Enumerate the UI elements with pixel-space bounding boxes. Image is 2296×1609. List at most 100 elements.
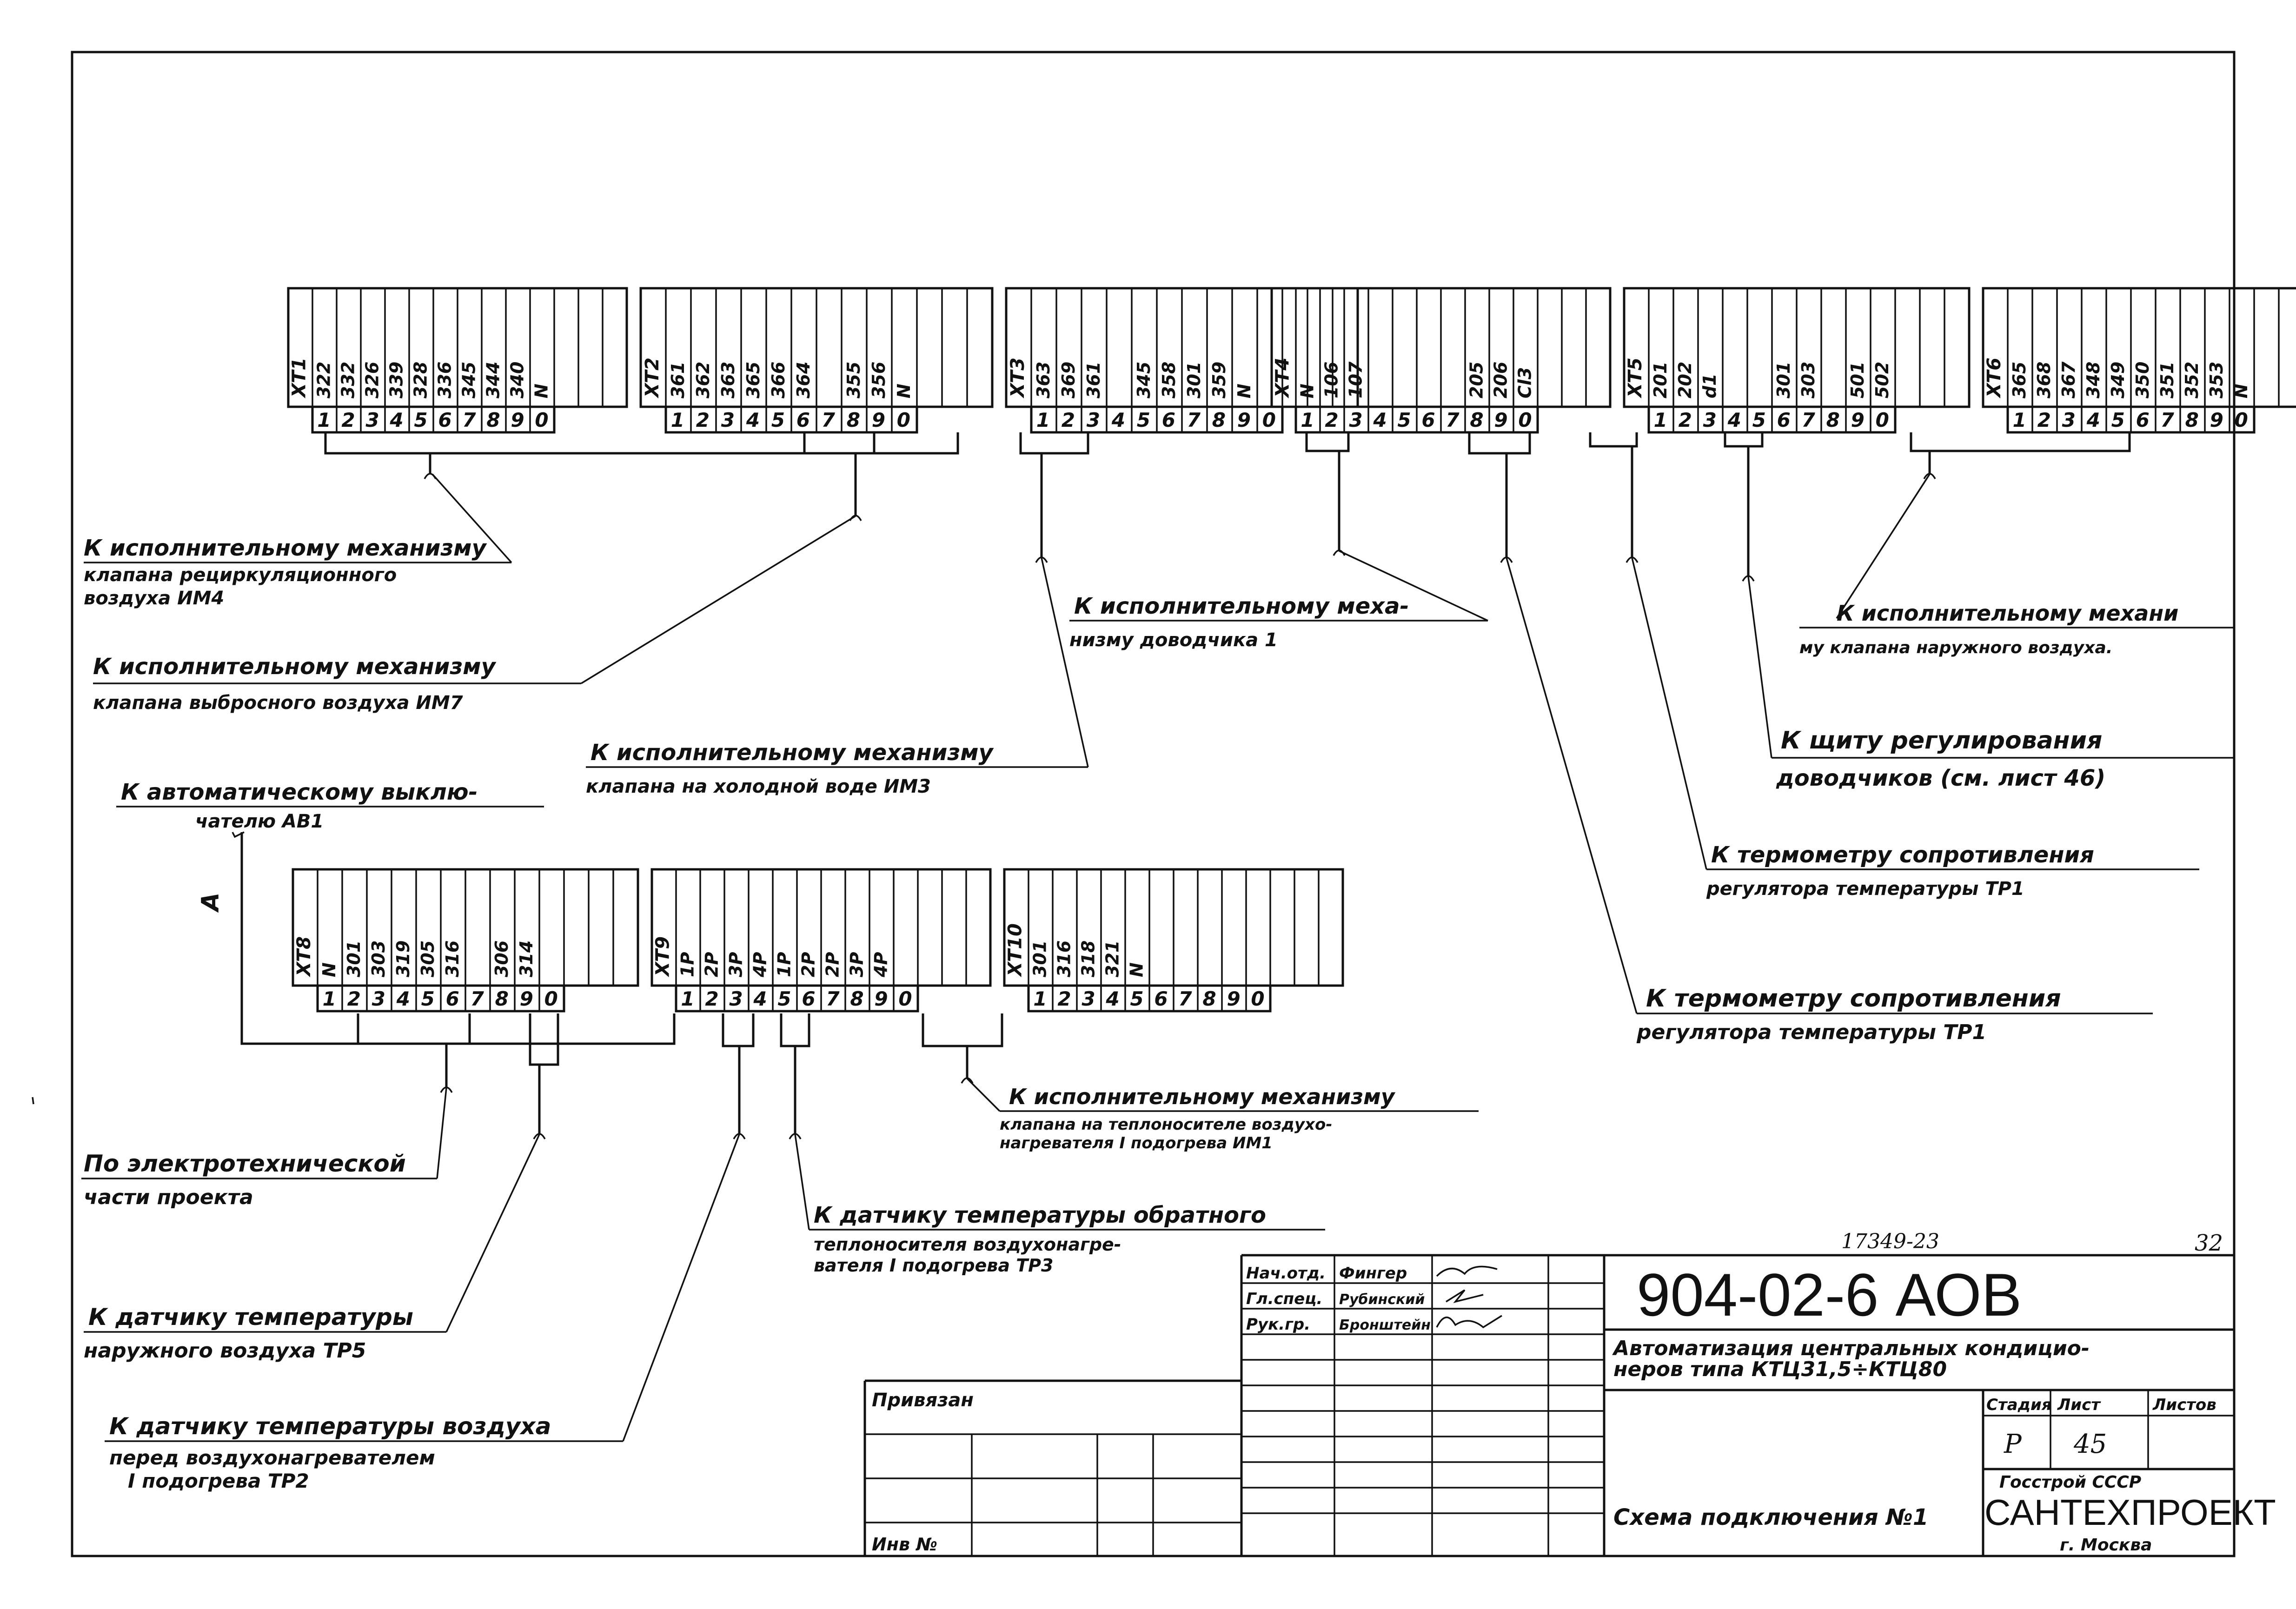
wire-number: 301 [1029, 940, 1050, 977]
callout-tp5-line1: К датчику температуры [88, 1304, 413, 1331]
wire-number: 340 [507, 362, 527, 398]
strip-id: XT9 [652, 936, 673, 978]
terminal-number: 5 [1130, 987, 1143, 1010]
terminal-number: 0 [544, 987, 558, 1010]
privyazan-label: Привязан [872, 1390, 974, 1411]
terminal-number: 4 [396, 987, 410, 1010]
bundle-xt2 [803, 432, 959, 455]
wire-number: 369 [1058, 362, 1079, 398]
terminal-number: 3 [1349, 409, 1362, 431]
terminal-number: 1 [1301, 409, 1314, 431]
bundle-xt1 [324, 432, 876, 455]
terminal-number: 4 [746, 409, 760, 431]
terminal-number: 8 [847, 409, 860, 431]
name-2: Рубинский [1339, 1291, 1425, 1308]
callout-im7-line2: клапана выбросного воздуха ИМ7 [93, 692, 463, 714]
terminal-number: 3 [1087, 409, 1100, 431]
bundle-xt9a [722, 1013, 755, 1047]
terminal-number: 9 [511, 409, 524, 431]
terminal-number: 6 [1777, 409, 1791, 431]
wire-number: N [1126, 962, 1147, 977]
callout-electrical: По электротехнической части проекта [81, 1087, 447, 1209]
callout-tr1-lower: К термометру сопротивления регулятора те… [1506, 557, 2153, 1044]
page-number: 32 [2195, 1230, 2223, 1256]
callout-tr1b-line1: К термометру сопротивления [1646, 985, 2061, 1013]
terminal-number: 0 [1262, 409, 1276, 431]
callout-tp2: К датчику температуры воздуха перед возд… [105, 1134, 740, 1492]
terminal-number: 1 [681, 987, 694, 1010]
terminal-number: 6 [438, 409, 451, 431]
callout-tr1a-line2: регулятора температуры ТР1 [1706, 878, 2024, 900]
wire-number: 305 [418, 940, 438, 977]
callout-dovod-line2: низму доводчика 1 [1069, 629, 1278, 651]
terminal-number: 7 [1802, 409, 1816, 431]
terminal-number: 1 [317, 409, 331, 431]
callout-shchit-line2: доводчиков (см. лист 46) [1776, 765, 2105, 791]
terminal-number: 2 [347, 987, 361, 1010]
callout-im4-line1: К исполнительному механизму [84, 535, 487, 561]
cable-mark [1626, 556, 1639, 563]
wire-number: N [531, 384, 551, 398]
wire-number: 501 [1847, 362, 1868, 398]
wire-number: 353 [2206, 362, 2227, 398]
terminal-number: 6 [1154, 987, 1168, 1010]
callout-elec-line1: По электротехнической [84, 1150, 406, 1177]
terminal-number: 5 [771, 409, 785, 431]
terminal-number: 1 [2013, 409, 2026, 431]
wire-number: 3P [846, 952, 867, 977]
terminal-number: 4 [753, 987, 767, 1010]
callout-av1-line2: чателю АВ1 [195, 811, 324, 832]
wire-number: 332 [338, 362, 358, 398]
wire-number: 1P [774, 952, 794, 977]
sheets-header: Листов [2152, 1396, 2216, 1414]
wire-number: 2P [701, 952, 722, 977]
wire-number: 326 [362, 362, 382, 398]
wire-number: 349 [2108, 362, 2128, 398]
terminal-number: 2 [1057, 987, 1071, 1010]
wire-number: N [319, 962, 339, 977]
strip-id: XT4 [1272, 358, 1293, 399]
terminal-number: 2 [1679, 409, 1692, 431]
terminal-number: 1 [323, 987, 336, 1010]
wire-number: 316 [442, 940, 463, 977]
strip-id: XT8 [293, 936, 315, 978]
wire-number: 352 [2182, 362, 2202, 398]
wire-number: 306 [491, 940, 512, 977]
terminal-number: 9 [874, 987, 888, 1010]
terminal-strip-xt1: XT11322233233264339532863367345834493400… [287, 287, 628, 434]
callout-tp2-line1: К датчику температуры воздуха [109, 1413, 551, 1440]
terminal-number: 8 [2185, 409, 2199, 431]
signature-1 [1436, 1265, 1498, 1277]
terminal-number: 0 [897, 409, 910, 431]
wire-number: 363 [718, 362, 738, 398]
strip-id: XT2 [642, 358, 663, 399]
cable-mark [533, 1133, 546, 1139]
wire-number: 107 [1345, 361, 1366, 398]
terminal-number: 2 [2037, 409, 2051, 431]
callout-tr1a-line1: К термометру сопротивления [1711, 842, 2094, 868]
wire-number: 356 [869, 362, 889, 398]
terminal-number: 6 [802, 987, 815, 1010]
terminal-number: 8 [1826, 409, 1840, 431]
callout-elec-line2: части проекта [84, 1185, 253, 1209]
callout-im7-line1: К исполнительному механизму [93, 654, 496, 680]
cable-mark [1333, 550, 1346, 556]
terminal-number: 8 [1470, 409, 1483, 431]
callout-im3: К исполнительному механизму клапана на х… [586, 557, 1089, 797]
role-1: Нач.отд. [1246, 1264, 1326, 1283]
callout-im4-line3: воздуха ИМ4 [84, 588, 224, 609]
wire-number: 359 [1209, 362, 1229, 398]
stage-header: Стадия [1986, 1396, 2052, 1414]
terminal-number: 1 [1036, 409, 1050, 431]
callout-tp3-line3: вателя I подогрева ТР3 [814, 1255, 1053, 1276]
callout-im4-line2: клапана рециркуляционного [84, 564, 397, 586]
callout-tp3-line2: теплоносителя воздухонагре- [814, 1234, 1121, 1255]
strip-id: XT3 [1007, 358, 1029, 399]
cable-mark [789, 1133, 802, 1139]
bundle-xt8a [357, 1013, 471, 1045]
terminal-number: 2 [1325, 409, 1338, 431]
terminal-number: 5 [421, 987, 435, 1010]
sheet-title: Схема подключения №1 [1613, 1504, 1928, 1530]
